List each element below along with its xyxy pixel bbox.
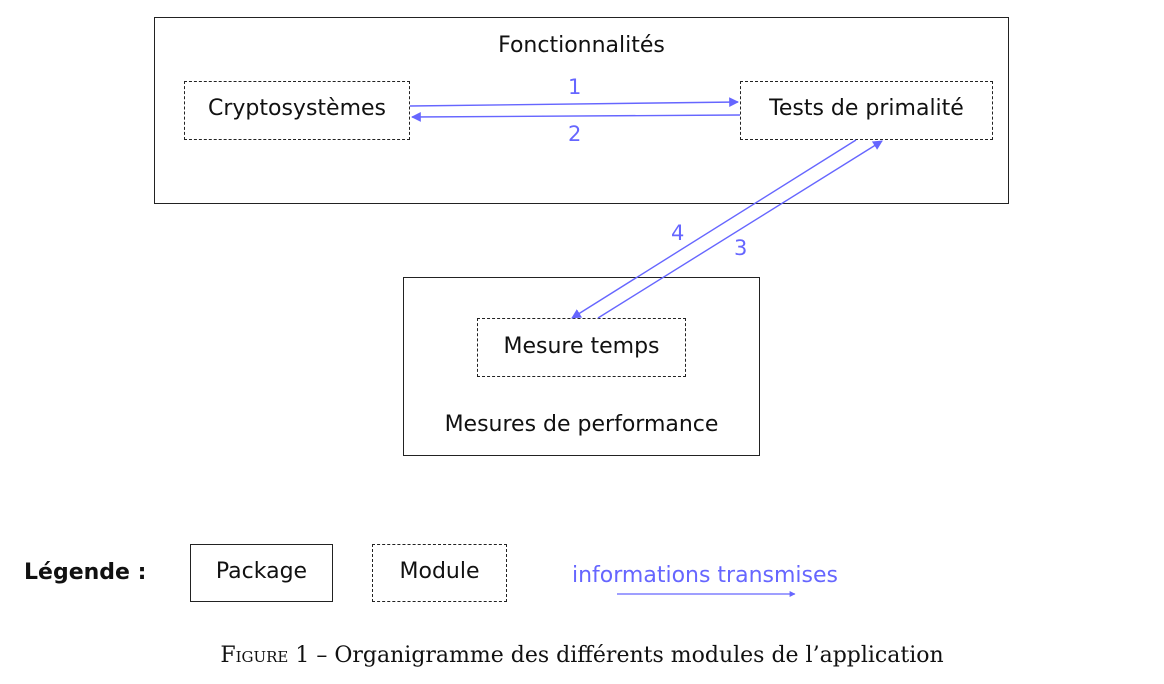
figure-caption-prefix: Figure 1: [220, 643, 310, 668]
legend-module-label: Module: [399, 559, 480, 584]
module-cryptosystemes-label: Cryptosystèmes: [207, 96, 386, 121]
package-fonctionnalites: [154, 17, 1009, 204]
arrow-2: [411, 112, 741, 122]
arrow-3-label: 3: [734, 236, 748, 260]
module-mesure-temps-label: Mesure temps: [503, 334, 660, 359]
legend-package-box: [190, 544, 333, 602]
legend-module-box: [372, 544, 507, 602]
module-tests-primalite-label: Tests de primalité: [769, 96, 964, 121]
arrow-2-label: 2: [568, 122, 582, 146]
module-cryptosystemes: [184, 81, 410, 140]
arrow-4: [571, 139, 857, 319]
legend-arrow-label: informations transmises: [572, 563, 838, 588]
arrow-3: [597, 140, 883, 319]
legend-title: Légende :: [24, 560, 147, 585]
legend-package-label: Package: [215, 559, 308, 584]
package-mesures-performance-label: Mesures de performance: [444, 412, 719, 437]
figure-caption: Figure 1 – Organigramme des différents m…: [0, 645, 1164, 667]
arrow-1: [409, 97, 739, 108]
module-tests-primalite: [740, 81, 993, 140]
arrow-1-label: 1: [568, 75, 582, 99]
figure-caption-text: – Organigramme des différents modules de…: [309, 643, 944, 668]
package-mesures-performance: [403, 277, 760, 456]
package-fonctionnalites-label: Fonctionnalités: [498, 33, 665, 58]
arrow-4-label: 4: [671, 221, 685, 245]
